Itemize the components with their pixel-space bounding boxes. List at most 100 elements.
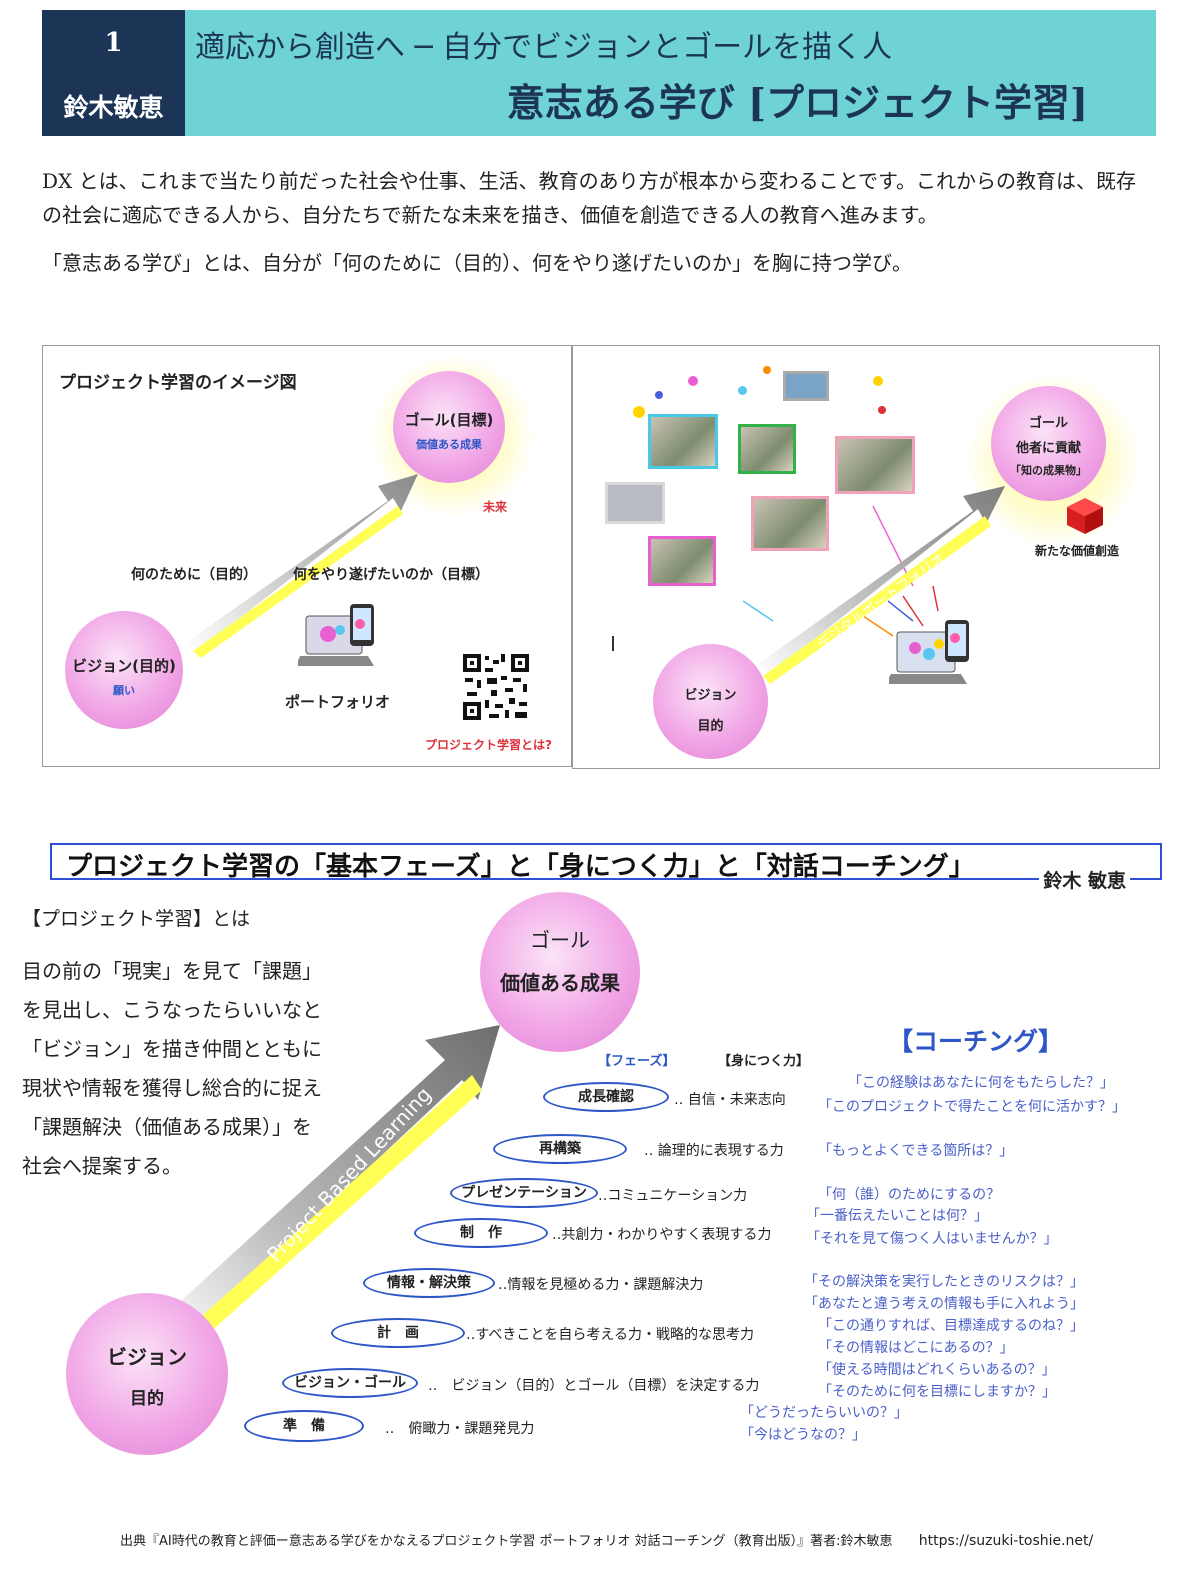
map-photo: [605, 482, 665, 524]
future-label: 未来: [483, 500, 508, 514]
footer-citation: 出典『AI時代の教育と評価ー意志ある学びをかなえるプロジェクト学習 ポートフォリ…: [120, 1534, 893, 1549]
vision-title: ビジョン(目的): [72, 657, 176, 675]
goal-title-right: ゴール: [1028, 416, 1068, 431]
goal-title: ゴール(目標): [404, 411, 494, 429]
coaching-question: 「もっとよくできる箇所は？」: [818, 1143, 1014, 1159]
pbl-definition-line: を見出し、こうなったらいいなと: [22, 998, 322, 1022]
coaching-question: 「今はどうなの？」: [740, 1427, 866, 1443]
panel-left-title: プロジェクト学習のイメージ図: [59, 373, 297, 393]
vision-circle-main: ビジョン 目的: [66, 1293, 228, 1455]
coaching-question: 「この経験はあなたに何をもたらした？」: [848, 1075, 1114, 1091]
phase-pill-plan: 計 画: [331, 1318, 465, 1348]
goal-title-main: ゴール: [530, 928, 590, 952]
pbl-definition-line: 現状や情報を獲得し総合的に捉え: [22, 1076, 322, 1100]
red-cube-icon: [1067, 498, 1103, 534]
section-title-box: プロジェクト学習の「基本フェーズ」と「身につく力」と「対話コーチング」: [50, 843, 1162, 882]
confetti-dot: [655, 391, 663, 399]
intro-paragraph-2: 「意志ある学び」とは、自分が「何のために（目的）、何をやり遂げたいのか」を胸に持…: [42, 251, 912, 275]
pbl-definition-heading: 【プロジェクト学習】とは: [22, 908, 251, 930]
goal-circle-main: ゴール 価値ある成果: [480, 892, 640, 1052]
laptop-icon: [889, 620, 969, 684]
image-panel-left: プロジェクト学習のイメージ図 ゴール(目標) 価値ある成果 未来 Project…: [42, 345, 572, 767]
footer: 出典『AI時代の教育と評価ー意志ある学びをかなえるプロジェクト学習 ポートフォリ…: [120, 1530, 1093, 1549]
coaching-header: 【コーチング】: [888, 1027, 1064, 1056]
phase-ability: ‥情報を見極める力・課題解決力: [498, 1277, 704, 1293]
coaching-question: 「どうだったらいいの？」: [740, 1405, 908, 1421]
confetti-dot: [688, 376, 698, 386]
header-title-box: 適応から創造へ ─ 自分でビジョンとゴールを描く人 意志ある学び [プロジェクト…: [185, 10, 1156, 136]
phase-ability: ‥ ビジョン（目的）とゴール（目標）を決定する力: [428, 1378, 760, 1394]
phase-pill-rebuild: 再構築: [493, 1134, 627, 1164]
phase-pill-preparation: 準 備: [244, 1410, 364, 1442]
pbl-definition-line: 社会へ提案する。: [22, 1154, 182, 1178]
coaching-question: 「そのために何を目標にしますか？」: [818, 1384, 1056, 1400]
chapter-number: 1: [104, 28, 123, 58]
qr-code-icon: [461, 652, 531, 722]
pbl-definition-line: 「課題解決（価値ある成果）」を: [22, 1115, 312, 1139]
confetti-dot: [763, 366, 771, 374]
vision-title-main: ビジョン: [107, 1345, 187, 1369]
connector-lines: [612, 505, 939, 651]
footer-url[interactable]: https://suzuki-toshie.net/: [918, 1533, 1094, 1549]
coaching-question: 「その解決策を実行したときのリスクは？」: [804, 1274, 1084, 1290]
student-photo: [648, 536, 716, 586]
goal-deliverable: 「知の成果物」: [1010, 464, 1087, 477]
confetti-dot: [633, 406, 645, 418]
qr-caption[interactable]: プロジェクト学習とは?: [425, 738, 552, 752]
coaching-question: 「一番伝えたいことは何？」: [806, 1208, 988, 1224]
purpose-label: 何のために（目的）: [131, 567, 257, 583]
phase-ability: ‥ 自信・未来志向: [674, 1092, 786, 1108]
aim-label: 何をやり遂げたいのか（目標）: [293, 567, 489, 583]
student-photo: [648, 414, 718, 469]
coaching-question: 「使える時間はどれくらいあるの？」: [818, 1362, 1056, 1378]
confetti-dot: [873, 376, 883, 386]
header-author: 鈴木敏恵: [63, 93, 164, 122]
confetti-dot: [878, 406, 886, 414]
pbl-arrow: [188, 474, 418, 658]
vision-subtitle-main: 目的: [130, 1389, 164, 1409]
coaching-question: 「このプロジェクトで得たことを何に活かす？」: [818, 1099, 1126, 1115]
phase-pill-growth: 成長確認: [543, 1082, 669, 1112]
ability-header: 【身につく力】: [718, 1054, 810, 1069]
phase-header: 【フェーズ】: [598, 1054, 676, 1069]
portfolio-label: ポートフォリオ: [285, 693, 391, 711]
phase-ability: ‥ 論理的に表現する力: [644, 1143, 784, 1159]
coaching-question: 「それを見て傷つく人はいませんか？」: [806, 1231, 1058, 1247]
goal-circle-right: ゴール 他者に貢献 「知の成果物」: [991, 386, 1106, 501]
student-photo: [738, 424, 796, 474]
vision-subtitle: 願い: [113, 684, 135, 697]
building-photo: [783, 371, 829, 401]
phase-ability: ‥コミュニケーション力: [598, 1188, 748, 1204]
vision-circle: ビジョン(目的) 願い: [65, 611, 183, 729]
header-number-box: 1 鈴木敏恵: [42, 10, 185, 136]
phase-ability: ‥共創力・わかりやすく表現する力: [552, 1227, 772, 1243]
goal-contribution: 他者に貢献: [1015, 441, 1081, 456]
student-photo: [751, 496, 829, 551]
confetti-dot: [738, 386, 747, 395]
header-title-line1: 適応から創造へ ─ 自分でビジョンとゴールを描く人: [195, 30, 893, 65]
coaching-question: 「あなたと違う考えの情報も手に入れよう」: [804, 1296, 1084, 1312]
vision-subtitle-right: 目的: [697, 719, 724, 734]
phase-ability: ‥ 俯瞰力・課題発見力: [385, 1421, 535, 1437]
phase-pill-vision-goal: ビジョン・ゴール: [282, 1368, 418, 1398]
section-title: プロジェクト学習の「基本フェーズ」と「身につく力」と「対話コーチング」: [66, 852, 975, 882]
pbl-definition-line: 「ビジョン」を描き仲間とともに: [22, 1037, 322, 1061]
vision-circle-right: ビジョン 目的: [653, 644, 768, 759]
coaching-question: 「この通りすれば、目標達成するのね？」: [818, 1318, 1084, 1334]
goal-subtitle: 価値ある成果: [416, 438, 482, 451]
phase-pill-information: 情報・解決策: [363, 1268, 495, 1298]
goal-subtitle-main: 価値ある成果: [500, 971, 620, 995]
phase-ability: ‥すべきことを自ら考える力・戦略的な思考力: [466, 1327, 754, 1343]
new-value-label: 新たな価値創造: [1035, 544, 1120, 558]
intro-paragraph-1: DX とは、これまで当たり前だった社会や仕事、生活、教育のあり方が根本から変わる…: [42, 169, 1137, 227]
vision-title-right: ビジョン: [684, 688, 737, 703]
phase-pill-presentation: プレゼンテーション: [450, 1178, 598, 1208]
image-panel-right: ゴール 他者に貢献 「知の成果物」 新たな価値創造 デジタルポートフォリオ ビジ…: [572, 345, 1160, 769]
section-author: 鈴木 敏恵: [1039, 866, 1130, 893]
goal-circle: ゴール(目標) 価値ある成果: [393, 371, 505, 483]
student-photo: [835, 436, 915, 494]
coaching-question: 「その情報はどこにあるの？」: [818, 1340, 1014, 1356]
phase-pill-production: 制 作: [414, 1218, 548, 1248]
digital-portfolio-arrow: [758, 486, 1005, 684]
